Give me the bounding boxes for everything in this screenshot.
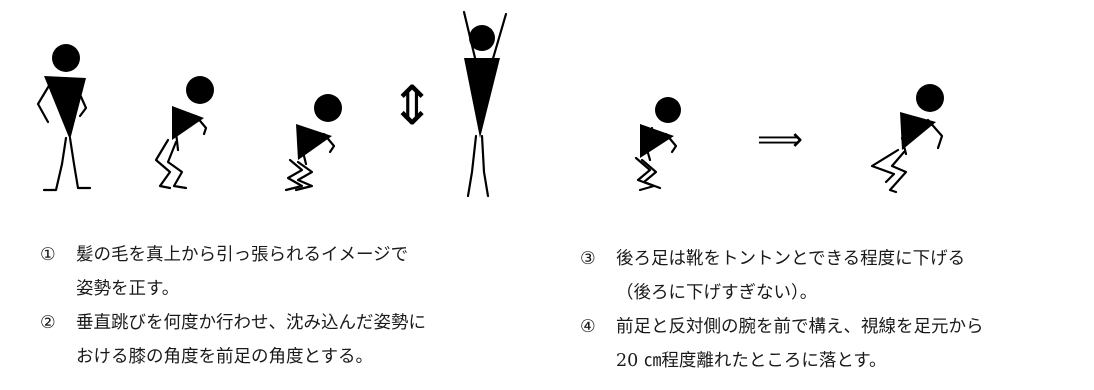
note-text: 後ろ足は靴をトントンとできる程度に下げる [616,249,966,269]
up-down-arrow-icon: ⇕ [389,74,434,137]
note-text: 垂直跳びを何度か行わせ、沈み込んだ姿勢に [76,313,426,333]
note-4: ④ 前足と反対側の腕を前で構え、視線を足元から 20 ㎝程度離れたところに落とす。 [580,310,984,378]
note-number: ② [40,313,56,333]
note-text-cont: おける膝の角度を前足の角度とする。 [76,347,373,367]
figure-crouch [284,94,342,192]
note-text-cont: （後ろに下げすぎない）。 [616,283,818,303]
figure-leaning [154,76,214,190]
figure-standing [36,44,92,192]
posture-figures: ⇕ ⟹ [36,10,944,198]
note-number: ① [40,245,56,265]
note-2: ② 垂直跳びを何度か行わせ、沈み込んだ姿勢に おける膝の角度を前足の角度とする。 [40,306,426,374]
figure-start-lean [870,84,944,194]
note-text-cont: 20 ㎝程度離れたところに落とす。 [616,351,887,371]
note-text-cont: 姿勢を正す。 [76,279,180,299]
note-text: 前足と反対側の腕を前で構え、視線を足元から [616,317,984,337]
note-text: 髪の毛を真上から引っ張られるイメージで [76,245,409,265]
note-number: ④ [580,317,596,337]
right-arrow-icon: ⟹ [757,120,803,158]
figure-jump [462,10,508,198]
note-number: ③ [580,249,596,269]
figure-ready-stance [634,97,681,192]
note-1: ① 髪の毛を真上から引っ張られるイメージで 姿勢を正す。 [40,238,408,306]
note-3: ③ 後ろ足は靴をトントンとできる程度に下げる （後ろに下げすぎない）。 [580,242,965,310]
